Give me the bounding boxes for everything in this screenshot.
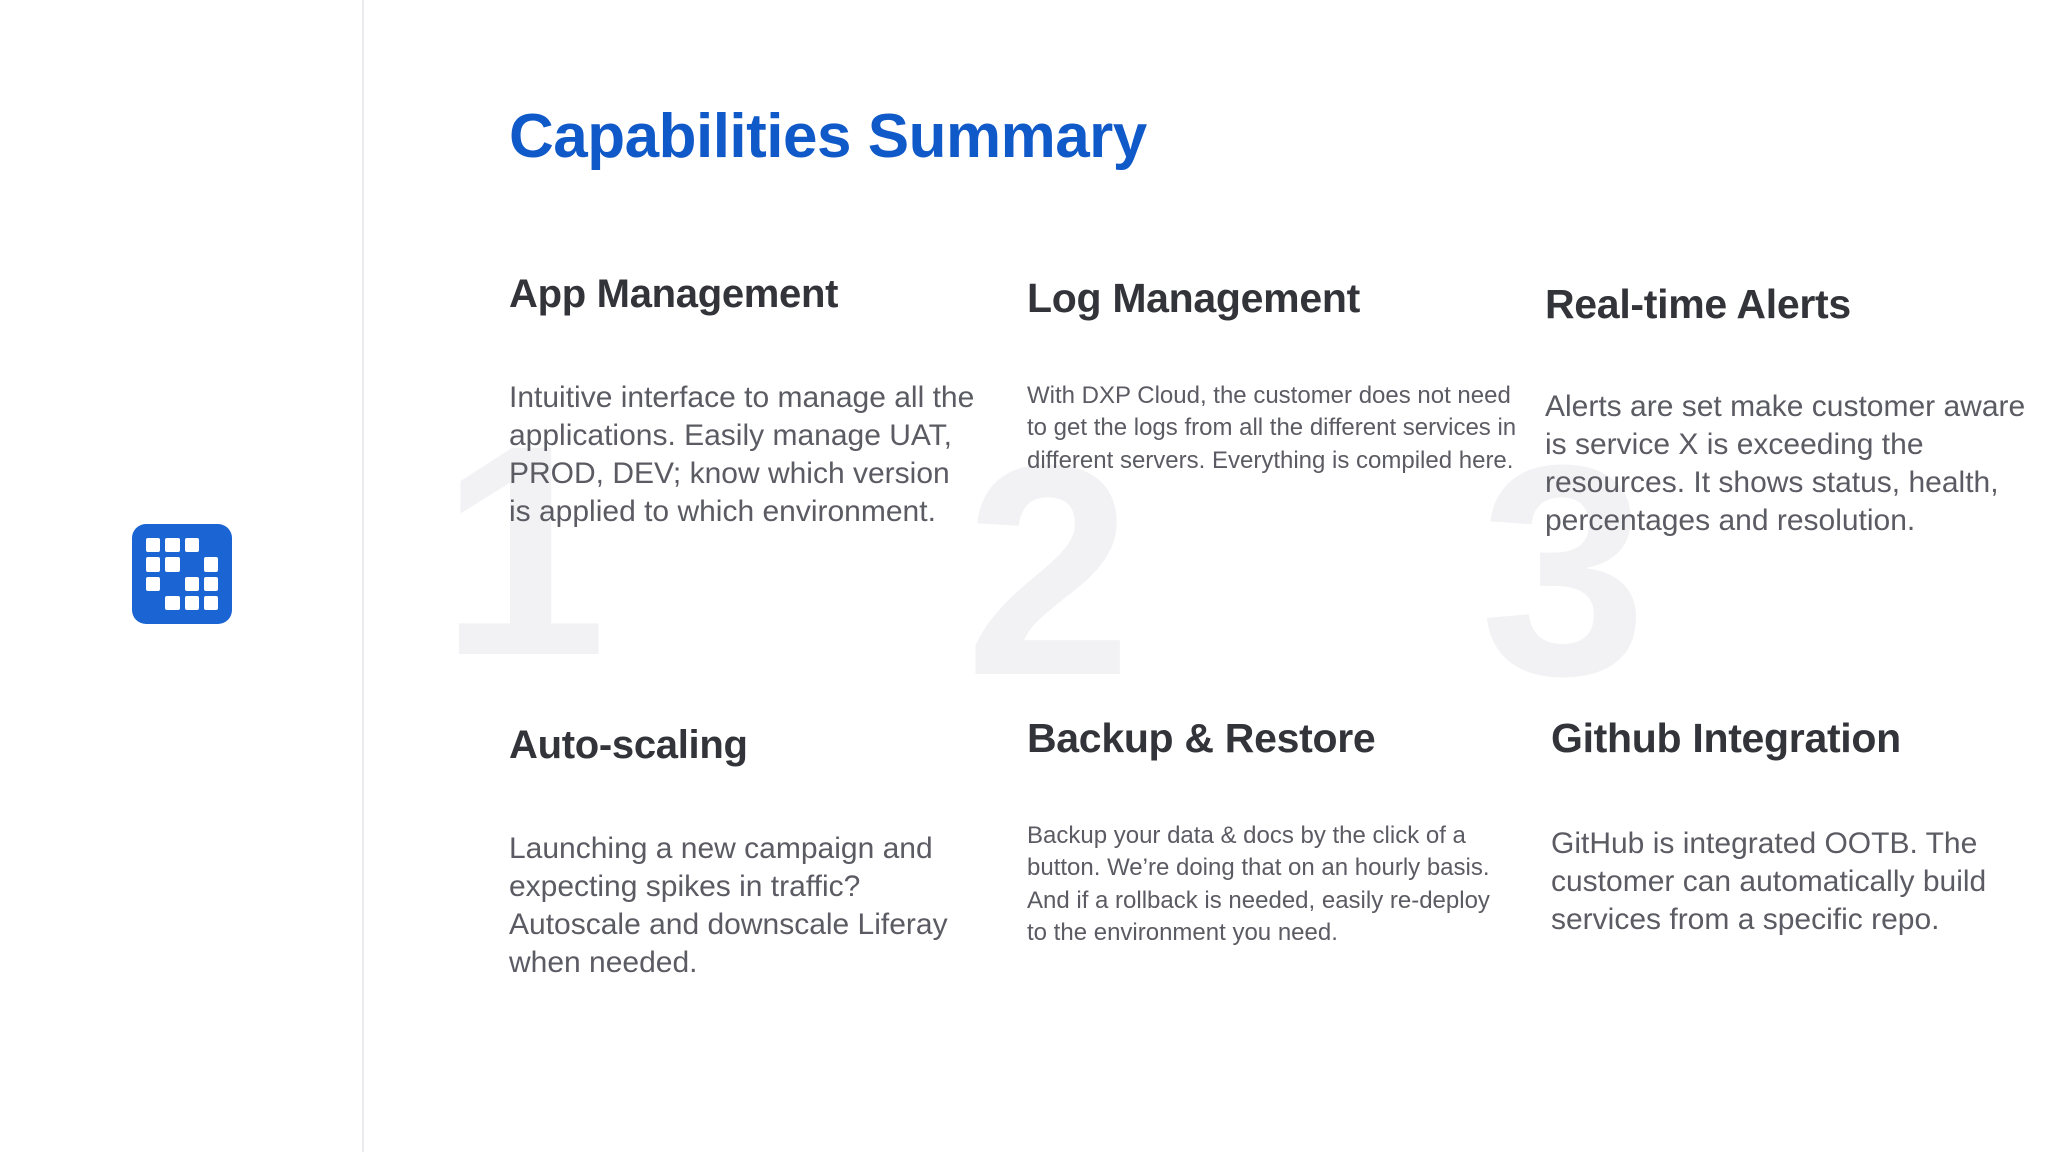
liferay-logo-icon: [132, 524, 232, 624]
logo-tile: [146, 557, 161, 572]
logo-tile: [146, 538, 161, 553]
capability-heading: Github Integration: [1551, 715, 1901, 761]
capability-body: Backup your data & docs by the click of …: [1027, 822, 1490, 947]
watermark-numeral-2: 2: [965, 402, 1132, 738]
capability-body: With DXP Cloud, the customer does not ne…: [1027, 382, 1517, 474]
capability-card-real-time-alerts: Real-time Alerts Alerts are set make cus…: [1545, 281, 2035, 540]
logo-tile: [203, 595, 218, 610]
capability-heading: Auto-scaling: [509, 723, 748, 767]
capability-heading: Log Management: [1027, 275, 1360, 321]
logo-tile: [184, 538, 199, 553]
logo-tile: [203, 557, 218, 572]
capability-body: GitHub is integrated OOTB. The customer …: [1551, 827, 1987, 937]
logo-tile: [165, 538, 180, 553]
capability-body: Launching a new campaign and expecting s…: [509, 832, 948, 980]
logo-tile: [165, 595, 180, 610]
capability-heading: App Management: [509, 272, 839, 316]
logo-tile: [184, 576, 199, 591]
capability-body: Alerts are set make customer aware is se…: [1545, 390, 2026, 538]
capability-card-app-management: App Management Intuitive interface to ma…: [509, 272, 979, 531]
capability-card-log-management: Log Management With DXP Cloud, the custo…: [1027, 275, 1517, 477]
capability-heading: Real-time Alerts: [1545, 281, 1851, 327]
capability-card-github-integration: Github Integration GitHub is integrated …: [1551, 715, 2021, 939]
logo-tile: [165, 557, 180, 572]
logo-tile: [184, 595, 199, 610]
capability-card-auto-scaling: Auto-scaling Launching a new campaign an…: [509, 723, 959, 982]
logo-tile: [203, 576, 218, 591]
rail-divider: [362, 0, 364, 1152]
capability-body: Intuitive interface to manage all the ap…: [509, 381, 975, 529]
watermark-numeral-3: 3: [1480, 402, 1647, 738]
page-title: Capabilities Summary: [509, 102, 1147, 171]
logo-tile: [146, 576, 161, 591]
watermark-numeral-1: 1: [440, 382, 607, 718]
capability-heading: Backup & Restore: [1027, 715, 1376, 761]
capability-card-backup-restore: Backup & Restore Backup your data & docs…: [1027, 715, 1497, 950]
